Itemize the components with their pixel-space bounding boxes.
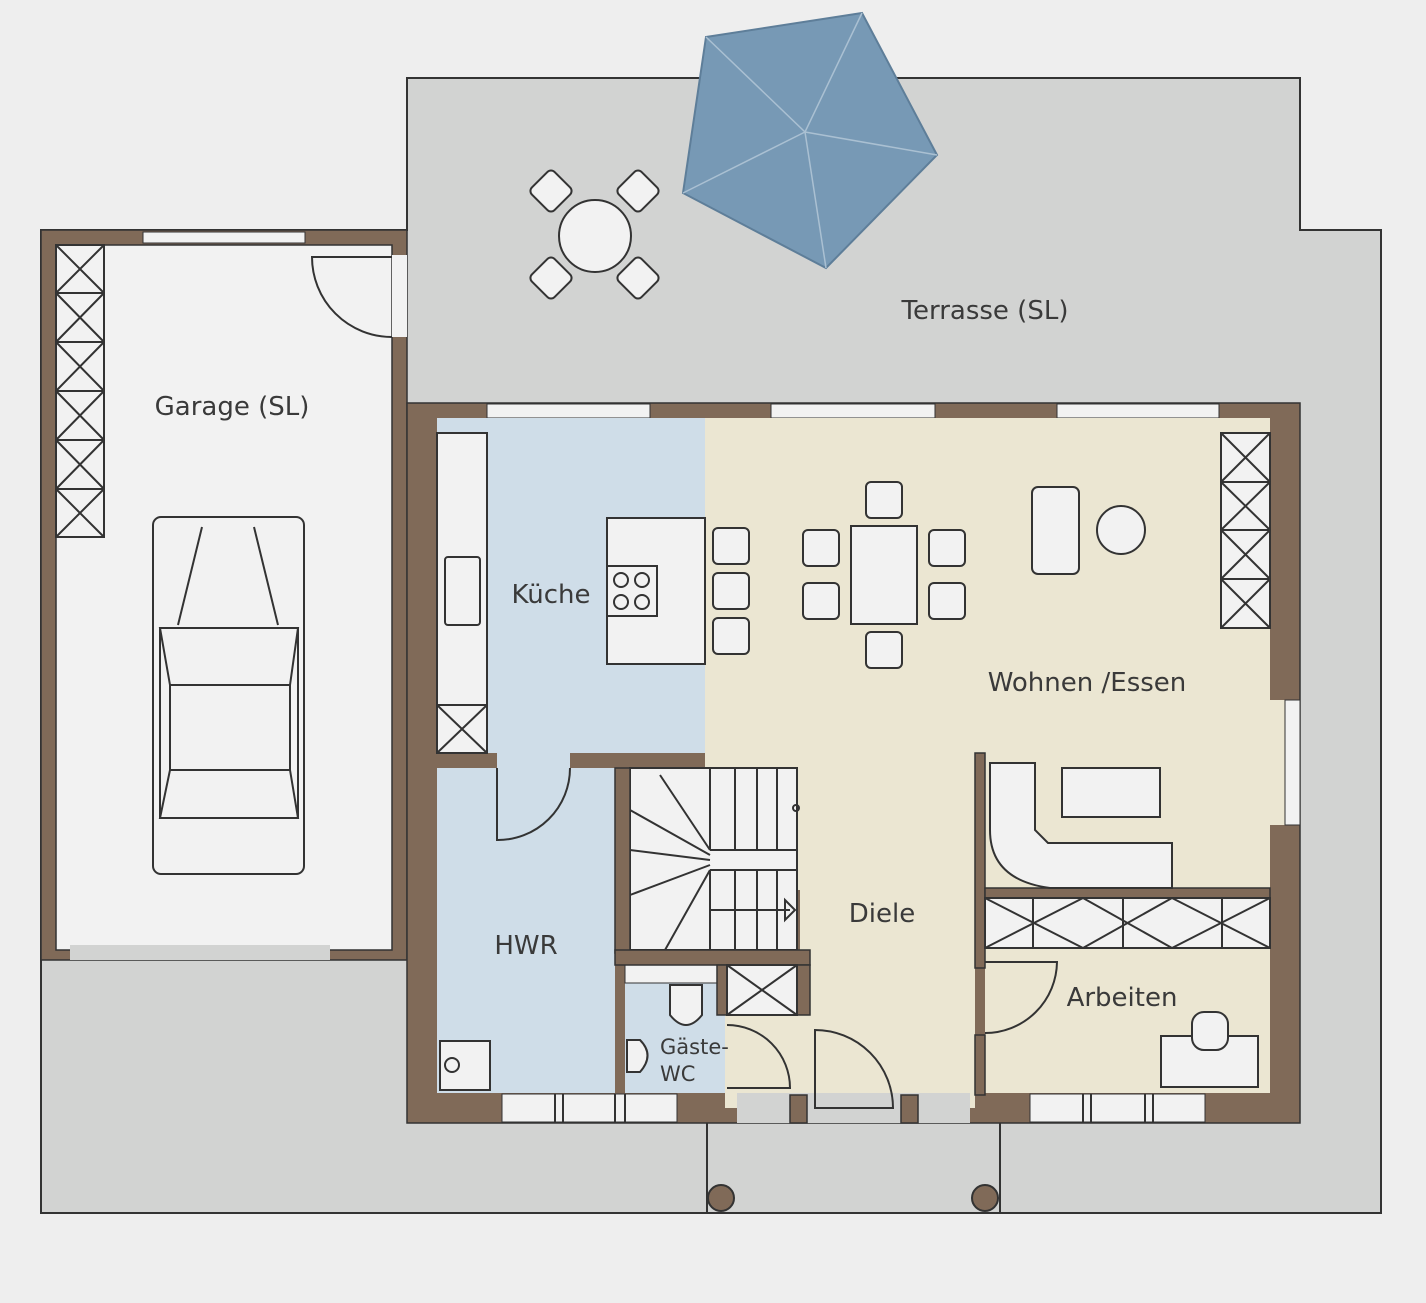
umbrella-icon [681,11,939,270]
toilet-icon [669,984,703,1026]
office-chair [1191,1011,1229,1051]
utility-label: HWR [494,931,557,961]
car-icon [152,516,305,875]
sofa [989,762,1173,889]
office-label: Arbeiten [1067,983,1178,1013]
hall-label: Diele [849,899,915,929]
garage-label: Garage (SL) [155,392,310,422]
dining-table-set [802,481,966,669]
garage-door-swing [310,256,393,338]
living-label: Wohnen /Essen [988,668,1187,698]
terrace-table-set [529,169,660,300]
stove-icon [606,565,658,617]
hall-area [800,753,975,1108]
garage: Garage (SL) [40,229,408,961]
porch-column [971,1184,999,1212]
washing-machine-icon [439,1040,491,1091]
kitchen-label: Küche [511,580,590,610]
terrace-label: Terrasse (SL) [901,296,1069,326]
guest-wc-label-2: WC [660,1062,695,1086]
armchair [1031,486,1080,575]
front-door [814,1028,895,1109]
coffee-table [1061,767,1161,818]
utility-area [437,768,615,1093]
porch-column [707,1184,735,1212]
washbasin-icon [626,1039,649,1073]
sink-icon [444,556,481,626]
side-table [1096,505,1146,555]
staircase [629,767,798,951]
guest-wc-label: Gäste- [660,1035,729,1059]
